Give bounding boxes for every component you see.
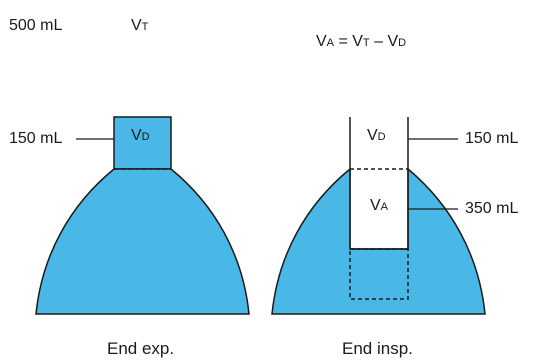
right-alveolar-flask (272, 169, 485, 314)
left-dead-space-symbol: VD (131, 128, 150, 144)
end-inspiration-figure (272, 117, 485, 314)
right-alveolar-volume: 350 mL (465, 201, 518, 217)
end-expiration-caption: End exp. (107, 340, 174, 357)
left-dead-space-volume: 150 mL (9, 131, 62, 147)
right-dead-space-symbol: VD (367, 128, 386, 144)
end-expiration-figure (36, 117, 249, 314)
right-alveolar-symbol: VA (370, 198, 388, 214)
end-inspiration-caption: End insp. (342, 340, 413, 357)
alveolar-volume-equation: VA = VT – VD (316, 34, 406, 50)
tidal-volume-symbol: VT (131, 18, 148, 34)
tidal-volume-value: 500 mL (9, 18, 62, 34)
right-dead-space-volume: 150 mL (465, 131, 518, 147)
left-alveolar-flask (36, 169, 249, 314)
